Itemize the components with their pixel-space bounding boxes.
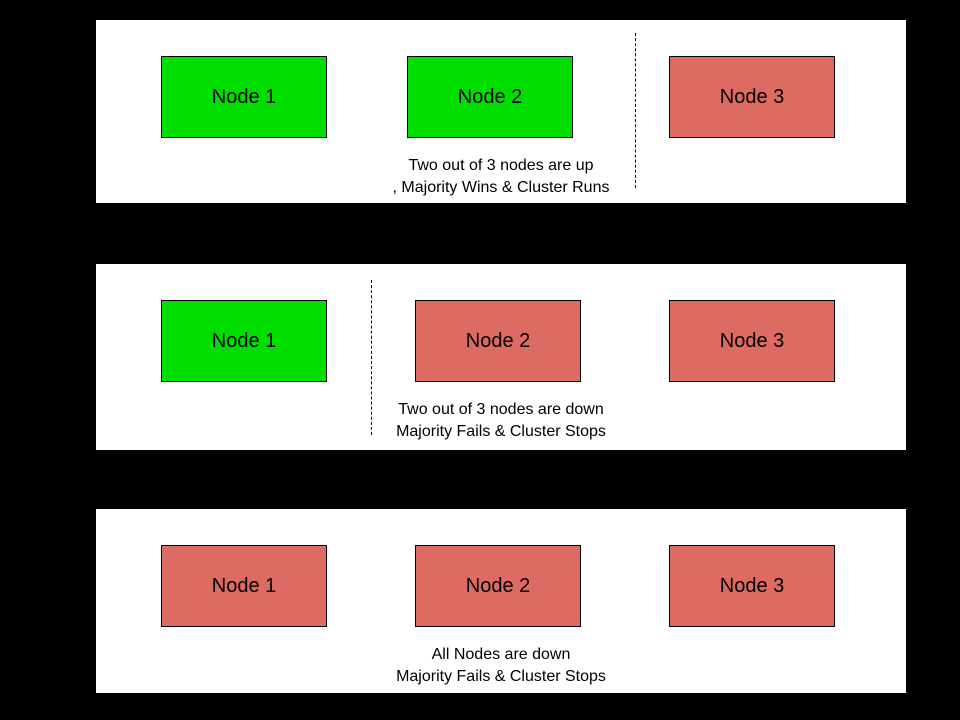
caption-line-2: , Majority Wins & Cluster Runs: [392, 179, 610, 196]
node-box: Node 1: [161, 300, 327, 382]
network-partition-divider: [635, 33, 636, 188]
node-box: Node 3: [669, 545, 835, 627]
scenario-caption: Two out of 3 nodes are up , Majority Win…: [96, 155, 906, 199]
network-partition-divider: [371, 280, 372, 435]
node-label: Node 3: [719, 330, 785, 352]
node-label: Node 2: [457, 86, 523, 108]
node-box: Node 3: [669, 300, 835, 382]
node-box: Node 1: [161, 545, 327, 627]
node-label: Node 2: [465, 330, 531, 352]
node-label: Node 2: [465, 575, 531, 597]
scenario-caption: All Nodes are down Majority Fails & Clus…: [96, 644, 906, 688]
node-label: Node 1: [211, 330, 277, 352]
node-box: Node 1: [161, 56, 327, 138]
node-label: Node 1: [211, 86, 277, 108]
caption-line-1: Two out of 3 nodes are down: [398, 401, 604, 418]
caption-line-2: Majority Fails & Cluster Stops: [396, 423, 606, 440]
caption-line-1: All Nodes are down: [431, 646, 571, 663]
node-box: Node 2: [415, 300, 581, 382]
node-label: Node 1: [211, 575, 277, 597]
scenario-panel-two-down: Node 1 Node 2 Node 3 Two out of 3 nodes …: [96, 264, 906, 450]
node-box: Node 2: [415, 545, 581, 627]
scenario-caption: Two out of 3 nodes are down Majority Fai…: [96, 399, 906, 443]
node-box: Node 2: [407, 56, 573, 138]
caption-line-2: Majority Fails & Cluster Stops: [396, 668, 606, 685]
node-label: Node 3: [719, 86, 785, 108]
scenario-panel-two-up: Node 1 Node 2 Node 3 Two out of 3 nodes …: [96, 20, 906, 203]
node-label: Node 3: [719, 575, 785, 597]
caption-line-1: Two out of 3 nodes are up: [408, 157, 594, 174]
scenario-panel-all-down: Node 1 Node 2 Node 3 All Nodes are down …: [96, 509, 906, 693]
node-box: Node 3: [669, 56, 835, 138]
